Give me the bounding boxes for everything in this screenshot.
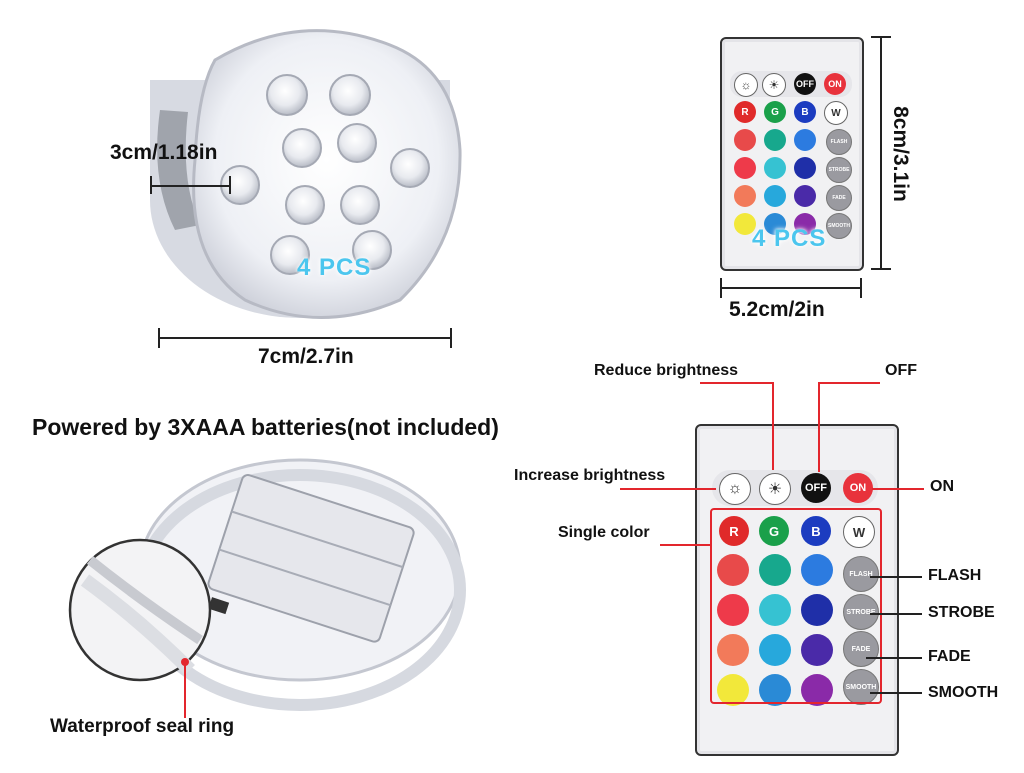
- fade-label: FADE: [928, 648, 971, 665]
- color-button: [764, 185, 786, 207]
- remote-on-button: ON: [843, 473, 873, 503]
- light-width-dimension: 7cm/2.7in: [258, 345, 354, 368]
- led-light-puck-image: [150, 29, 462, 319]
- off-label: OFF: [885, 362, 917, 379]
- strobe-line: [870, 613, 922, 615]
- remote-color-grid: [717, 554, 837, 714]
- flash-line: [870, 576, 922, 578]
- width-dim-tick-left: [158, 328, 160, 348]
- reduce-line-v: [772, 382, 774, 470]
- width-dim-line: [158, 337, 452, 339]
- color-button: [759, 554, 791, 586]
- color-button: [717, 674, 749, 706]
- top-remote-r-button: R: [734, 101, 756, 123]
- on-label: ON: [930, 478, 954, 495]
- remote-height-dimension: 8cm/3.1in: [889, 106, 912, 202]
- remote-height-dim-tick-bottom: [871, 268, 891, 270]
- battery-title: Powered by 3XAAA batteries(not included): [32, 414, 499, 440]
- color-button: [764, 157, 786, 179]
- top-remote-control: ☼ ☀ OFF ON R G B W FLASH STROBE FADE SMO…: [720, 37, 864, 271]
- light-product-photo: 3cm/1.18in 4 PCS 7cm/2.7in: [0, 0, 520, 380]
- remote-b-button: B: [801, 516, 831, 546]
- color-button: [717, 594, 749, 626]
- color-button: [764, 213, 786, 235]
- color-button: [794, 185, 816, 207]
- brightness-down-icon: ☼: [734, 73, 758, 97]
- top-remote-color-grid: [734, 129, 824, 249]
- top-remote-flash-button: FLASH: [826, 129, 852, 155]
- color-button: [717, 554, 749, 586]
- top-remote-strobe-button: STROBE: [826, 157, 852, 183]
- remote-width-dim-line: [720, 287, 862, 289]
- top-remote-fade-button: FADE: [826, 185, 852, 211]
- on-line: [872, 488, 924, 490]
- reduce-brightness-icon: ☀: [759, 473, 791, 505]
- color-button: [734, 213, 756, 235]
- smooth-line: [870, 692, 922, 694]
- color-button: [717, 634, 749, 666]
- single-color-label: Single color: [558, 524, 650, 541]
- remote-flash-button: FLASH: [843, 556, 879, 592]
- single-color-highlight: [710, 508, 882, 704]
- color-button: [794, 129, 816, 151]
- remote-pcs-badge: 4 PCS: [752, 225, 827, 252]
- color-button: [759, 594, 791, 626]
- reduce-brightness-label: Reduce brightness: [594, 362, 739, 379]
- color-button: [764, 129, 786, 151]
- side-dim-line: [150, 185, 230, 187]
- reduce-line-h: [700, 382, 773, 384]
- increase-brightness-icon: ☼: [719, 473, 751, 505]
- remote-height-dim-line: [880, 36, 882, 270]
- off-line-v: [818, 382, 820, 472]
- color-button: [759, 634, 791, 666]
- remote-fade-button: FADE: [843, 631, 879, 667]
- top-remote-g-button: G: [764, 101, 786, 123]
- side-dim-tick-right: [229, 176, 231, 194]
- remote-width-dim-tick-left: [720, 278, 722, 298]
- remote-off-button: OFF: [801, 473, 831, 503]
- top-remote-on-button: ON: [824, 73, 846, 95]
- color-button: [734, 129, 756, 151]
- light-pcs-badge: 4 PCS: [297, 254, 372, 281]
- remote-w-button: W: [843, 516, 875, 548]
- flash-label: FLASH: [928, 567, 982, 584]
- battery-compartment-photo: [60, 440, 490, 768]
- remote-height-dim-tick-top: [871, 36, 891, 38]
- color-button: [794, 157, 816, 179]
- top-remote-b-button: B: [794, 101, 816, 123]
- light-side-dimension: 3cm/1.18in: [110, 141, 218, 164]
- color-button: [794, 213, 816, 235]
- increase-line: [620, 488, 716, 490]
- remote-g-button: G: [759, 516, 789, 546]
- single-color-line: [660, 544, 712, 546]
- color-button: [734, 185, 756, 207]
- strobe-label: STROBE: [928, 604, 995, 621]
- seal-ring-label: Waterproof seal ring: [50, 716, 235, 737]
- width-dim-tick-right: [450, 328, 452, 348]
- remote-r-button: R: [719, 516, 749, 546]
- top-remote-off-button: OFF: [794, 73, 816, 95]
- color-button: [801, 594, 833, 626]
- color-button: [759, 674, 791, 706]
- battery-compartment-image: [68, 458, 466, 711]
- smooth-label: SMOOTH: [928, 684, 999, 701]
- remote-diagram-control: ☼ ☀ OFF ON R G B W FLASH STROBE FADE SMO…: [695, 424, 899, 756]
- fade-line: [866, 657, 922, 659]
- remote-smooth-button: SMOOTH: [843, 669, 879, 705]
- off-line-h: [818, 382, 880, 384]
- remote-width-dimension: 5.2cm/2in: [729, 298, 825, 321]
- color-button: [801, 634, 833, 666]
- color-button: [801, 554, 833, 586]
- increase-brightness-label: Increase brightness: [514, 467, 666, 484]
- top-remote-w-button: W: [824, 101, 848, 125]
- brightness-up-icon: ☀: [762, 73, 786, 97]
- color-button: [734, 157, 756, 179]
- side-dim-tick-left: [150, 176, 152, 194]
- seal-ring-pointer-line: [184, 664, 186, 718]
- remote-width-dim-tick-right: [860, 278, 862, 298]
- top-remote-smooth-button: SMOOTH: [826, 213, 852, 239]
- color-button: [801, 674, 833, 706]
- remote-strobe-button: STROBE: [843, 594, 879, 630]
